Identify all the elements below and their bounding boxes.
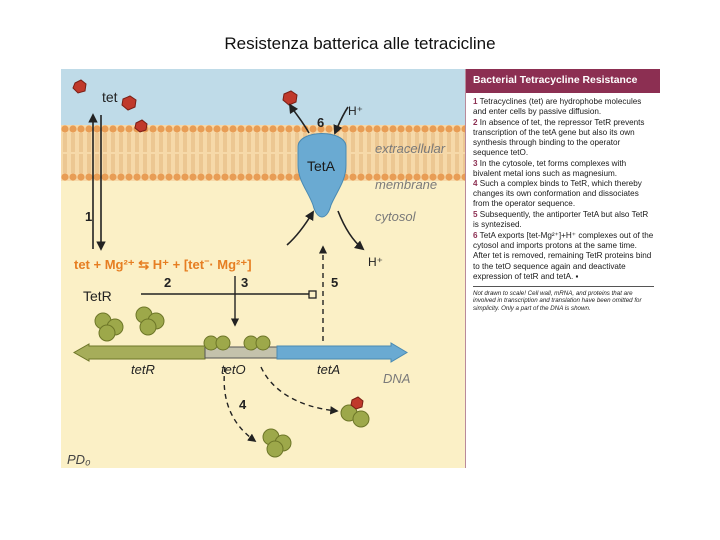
step-number: 2: [473, 117, 478, 127]
tet-label: tet: [102, 89, 118, 105]
membrane-label: membrane: [375, 177, 437, 192]
slide-title: Resistenza batterica alle tetracicline: [224, 34, 496, 53]
extracellular-region: [61, 69, 465, 134]
tet-molecule: [134, 119, 148, 133]
tetr-protein: [135, 306, 165, 336]
step-text: Tetracyclines (tet) are hydrophobe molec…: [473, 97, 642, 117]
step-number: 1: [473, 97, 478, 106]
export-arrow: [288, 103, 310, 134]
dna-label: DNA: [383, 371, 410, 386]
legend-panel: Bacterial Tetracycline Resistance 1 Tetr…: [465, 69, 660, 468]
step-text: Such a complex binds to TetR, which ther…: [473, 179, 642, 209]
tetr-gene: [72, 343, 206, 362]
complex-in-arrow: [286, 210, 314, 246]
step-text: After tet is removed, remaining TetR pro…: [473, 251, 652, 281]
cytosol-label: cytosol: [375, 209, 417, 224]
membrane-lipids: [61, 125, 465, 181]
expression-end-box: [308, 290, 317, 299]
step-4-label: 4: [239, 397, 247, 412]
h-plus-bottom: H⁺: [368, 255, 383, 269]
tetr-gene-label: tetR: [131, 362, 155, 377]
step-text: In absence of tet, the repressor TetR pr…: [473, 117, 645, 157]
extracellular-label: extracellular: [375, 141, 446, 156]
teta-gene-label: tetA: [317, 362, 340, 377]
step-item: 2 In absence of tet, the repressor TetR …: [473, 118, 654, 158]
tetr-tet-complex: [340, 396, 370, 428]
step-text: In the cytosole, tet forms complexes wit…: [473, 158, 627, 178]
step-number: 6: [473, 230, 478, 240]
artist-signature: PD₀: [67, 452, 91, 467]
step-number: 3: [473, 158, 478, 168]
panel-divider: [473, 285, 654, 287]
tetr-protein: [94, 312, 124, 342]
diagram-figure: tet 1 TetA 6 H⁺ H⁺ extracellular membran…: [61, 69, 465, 468]
tet-molecule: [72, 79, 87, 94]
dissociation-arrow-right: [260, 366, 339, 415]
step-number: 5: [473, 210, 478, 220]
panel-footnote: Not drawn to scale! Cell wall, mRNA, and…: [473, 289, 642, 313]
proton-in-arrow: [333, 106, 349, 135]
tet-molecule: [121, 95, 137, 111]
step-3-label: 3: [241, 275, 248, 290]
panel-title: Bacterial Tetracycline Resistance: [466, 69, 660, 93]
step-6-label: 6: [317, 115, 324, 130]
step-item: 5 Subsequently, the antiporter TetA but …: [473, 210, 654, 230]
step-text: Subsequently, the antiporter TetA but al…: [473, 210, 649, 230]
step-2-label: 2: [164, 275, 171, 290]
step-item: 3 In the cytosole, tet forms complexes w…: [473, 159, 654, 179]
step-item: 1 Tetracyclines (tet) are hydrophobe mol…: [473, 97, 654, 117]
teta-protein-label: TetA: [307, 158, 336, 174]
step-item: 4 Such a complex binds to TetR, which th…: [473, 179, 654, 209]
proton-out-arrow: [337, 210, 365, 251]
step-item: 6 TetA exports [tet-Mg²⁺]+H⁺ complexes o…: [473, 231, 654, 251]
tetr-free-complex: [262, 428, 292, 458]
step-5-label: 5: [331, 275, 338, 290]
complex-equation: tet + Mg²⁺ ⇆ H⁺ + [tet−· Mg²⁺]: [74, 256, 252, 272]
step-text: TetA exports [tet-Mg²⁺]+H⁺ complexes out…: [473, 230, 654, 250]
h-plus-top: H⁺: [348, 104, 363, 118]
teto-label: tetO: [221, 362, 246, 377]
tetr-protein-label: TetR: [83, 288, 112, 304]
dissociation-arrow-left: [223, 366, 257, 442]
step-item: After tet is removed, remaining TetR pro…: [473, 251, 654, 281]
teta-gene: [276, 342, 408, 363]
step-list: 1 Tetracyclines (tet) are hydrophobe mol…: [466, 93, 660, 282]
teta-protein: [297, 133, 347, 218]
tet-molecule: [282, 90, 298, 106]
step-number: 4: [473, 179, 478, 189]
tetr-bound-to-teto: [203, 335, 271, 351]
step-1-label: 1: [85, 209, 92, 224]
